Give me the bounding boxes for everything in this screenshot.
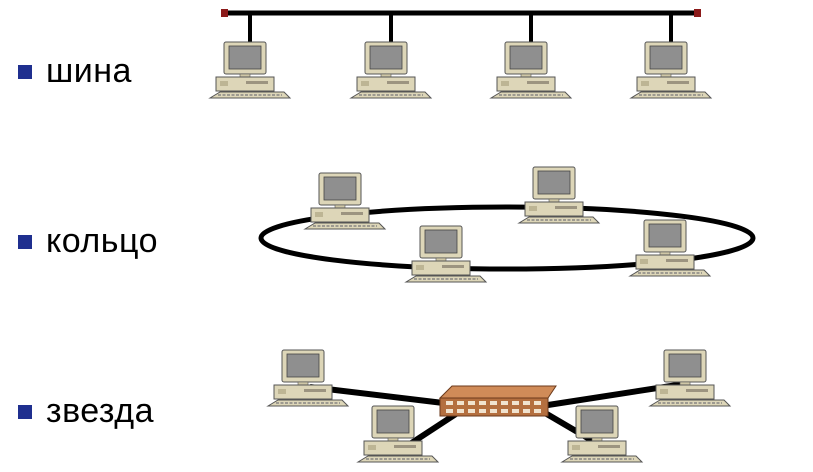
computer-icon — [304, 172, 386, 230]
label-star-text: звезда — [46, 392, 155, 430]
bullet-icon — [18, 234, 32, 249]
bus-terminator-right — [694, 9, 701, 17]
computer-icon — [209, 41, 291, 99]
computer-icon — [267, 349, 349, 407]
label-ring-text: кольцо — [46, 222, 158, 260]
label-star: звезда — [18, 392, 154, 431]
computer-icon — [518, 166, 600, 224]
computer-icon — [630, 41, 712, 99]
star-cable — [309, 384, 461, 408]
label-bus: шина — [18, 52, 132, 91]
bus-topology — [209, 9, 712, 99]
star-topology — [267, 349, 731, 463]
label-bus-text: шина — [46, 52, 132, 90]
network-hub-icon — [438, 385, 557, 417]
computer-icon — [561, 405, 643, 463]
label-ring: кольцо — [18, 222, 158, 261]
ring-cable — [258, 204, 756, 272]
ring-topology — [258, 166, 756, 283]
computer-icon — [649, 349, 731, 407]
computer-icon — [490, 41, 572, 99]
computer-icon — [350, 41, 432, 99]
bus-terminator-left — [221, 9, 228, 17]
bullet-icon — [18, 404, 32, 419]
computer-icon — [629, 219, 711, 277]
bullet-icon — [18, 64, 32, 79]
computer-icon — [405, 225, 487, 283]
